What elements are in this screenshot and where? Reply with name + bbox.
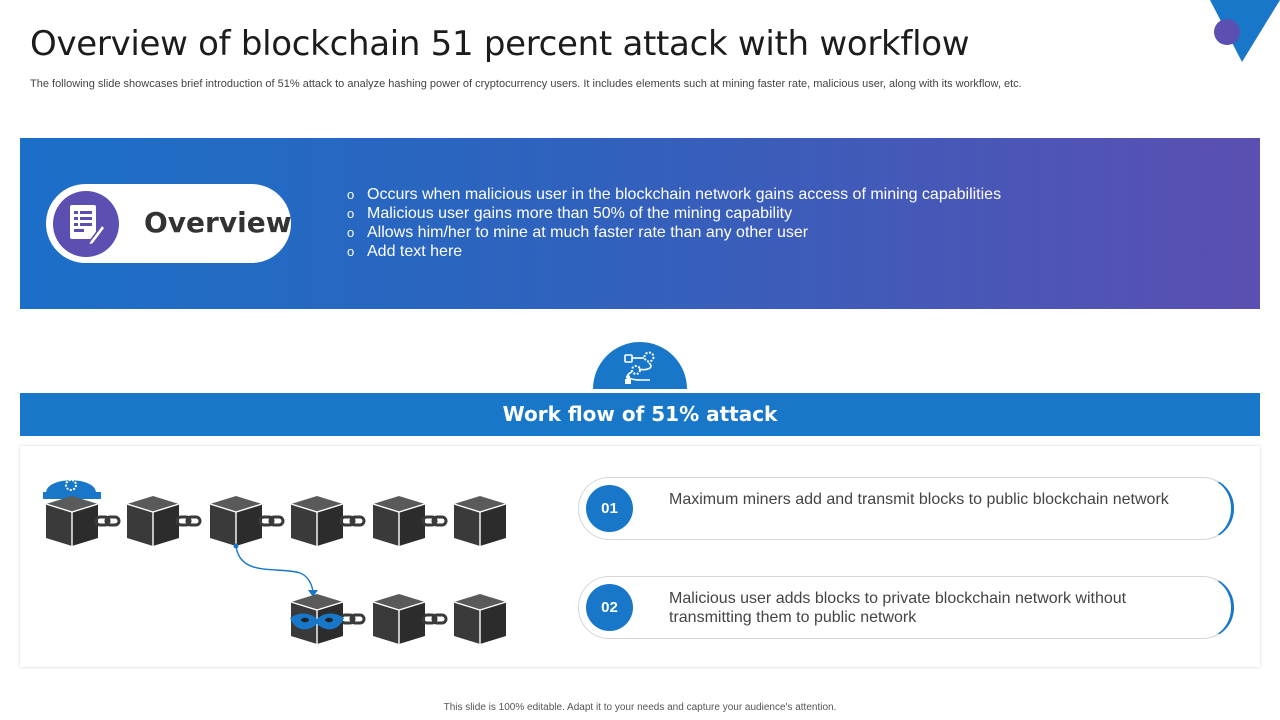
footer-note: This slide is 100% editable. Adapt it to…	[443, 702, 837, 713]
block-icon	[45, 495, 99, 547]
block-icon	[290, 495, 344, 547]
overview-label: Overview	[144, 206, 292, 239]
workflow-icon-tab	[593, 342, 687, 389]
page-title: Overview of blockchain 51 percent attack…	[30, 24, 970, 64]
chain-link-icon	[258, 515, 285, 527]
bullet-icon: o	[347, 244, 355, 259]
public-chain	[45, 495, 507, 547]
chain-link-icon	[94, 515, 121, 527]
malicious-mask-icon	[290, 613, 344, 630]
chain-link-icon	[339, 515, 366, 527]
workflow-gears-icon	[624, 351, 655, 384]
step-number-badge: 01	[586, 485, 633, 532]
block-icon	[372, 593, 426, 645]
workflow-step: 02 Malicious user adds blocks to private…	[578, 576, 1234, 639]
step-number-badge: 02	[586, 584, 633, 631]
overview-icon-circle	[53, 191, 119, 257]
block-icon	[209, 495, 263, 547]
block-icon	[126, 495, 180, 547]
fork-arrow	[233, 543, 318, 597]
chain-link-icon	[175, 515, 202, 527]
blockchain-diagram	[43, 479, 507, 645]
step-description: Malicious user adds blocks to private bl…	[669, 590, 1127, 626]
chain-link-icon	[421, 515, 448, 527]
workflow-step: 01 Maximum miners add and transmit block…	[578, 477, 1234, 540]
workflow-title-bar: Work flow of 51% attack	[20, 393, 1260, 436]
block-icon	[453, 495, 507, 547]
block-icon	[372, 495, 426, 547]
block-icon	[453, 593, 507, 645]
step-description: Maximum miners add and transmit blocks t…	[669, 491, 1169, 508]
bullet-icon: o	[347, 206, 355, 221]
bullet-icon: o	[347, 225, 355, 240]
chain-link-icon	[421, 613, 448, 625]
private-chain	[290, 593, 507, 645]
corner-decoration	[1210, 0, 1280, 62]
document-pencil-icon	[70, 205, 106, 245]
page-subtitle: The following slide showcases brief intr…	[30, 78, 1022, 90]
miner-helmet-icon	[43, 479, 101, 499]
chain-link-icon	[339, 613, 366, 625]
bullet-icon: o	[347, 187, 355, 202]
